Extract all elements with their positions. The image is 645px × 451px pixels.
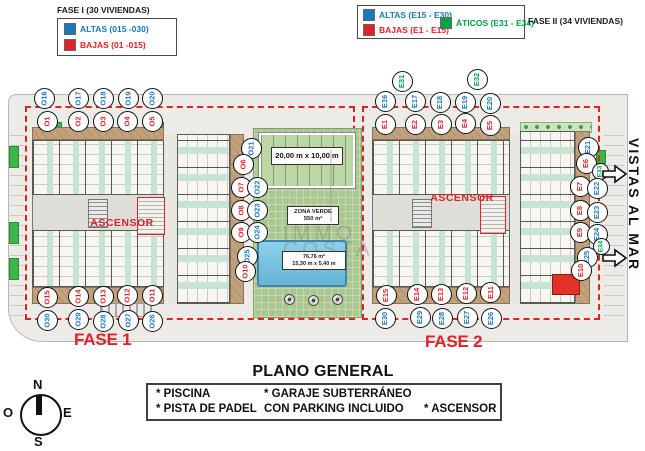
compass-east: E [63, 405, 72, 420]
legend-fase2-altas-row: ALTAS (E15 - E30) [363, 9, 452, 21]
bajas-swatch-icon [363, 24, 375, 36]
fase1-units-bottom-row [32, 230, 164, 287]
vistas-al-mar-label: VISTAS AL MAR [626, 138, 642, 272]
amenity-parking: CON PARKING INCLUIDO [264, 403, 404, 415]
fase1-pathway [164, 134, 177, 304]
zona-verde-title: ZONA VERDE [294, 208, 332, 215]
pool-dims-label: 15,30 m x 5,40 m [292, 260, 336, 267]
fase1-east-wing-units [177, 134, 230, 304]
parking-hatch-right [604, 130, 624, 316]
fase1-label: FASE 1 [74, 330, 132, 349]
planter [9, 222, 19, 244]
legend-fase2-aticos-label: ÁTICOS (E31 - E34) [456, 18, 534, 28]
fase1-terrace-top [32, 127, 164, 140]
sea-arrow-icon [602, 248, 628, 268]
fase2-stairs [412, 199, 432, 228]
aticos-swatch-icon [440, 17, 452, 29]
zona-verde-area: 550 m² [303, 215, 323, 222]
amenity-padel: * PISTA DE PADEL [156, 403, 257, 415]
sea-arrow-icon [602, 164, 628, 184]
legend-fase1-altas-row: ALTAS (015 -030) [64, 23, 149, 35]
compass-south: S [34, 434, 43, 449]
amenity-piscina: * PISCINA [156, 388, 211, 400]
legend-fase1-altas-label: ALTAS (015 -030) [80, 24, 149, 34]
amenity-garaje: * GARAJE SUBTERRÁNEO [264, 388, 412, 400]
legend-fase2-title: FASE II (34 VIVIENDAS) [528, 16, 623, 26]
fase1-garage-ramp [100, 303, 152, 317]
zona-verde-box: ZONA VERDE 550 m² [287, 206, 339, 225]
legend-fase2-box: ALTAS (E15 - E30) BAJAS (E1 - E15) ÁTICO… [357, 5, 534, 39]
legend-fase1-box: ALTAS (015 -030) BAJAS (01 -015) [57, 18, 177, 56]
fase1-units-top-row [32, 140, 164, 195]
legend-fase2-bajas-label: BAJAS (E1 - E15) [379, 25, 449, 35]
fase2-units-top-row [372, 140, 510, 195]
compass-needle-icon [36, 395, 42, 415]
pool-dims-box: 76,76 m² 15,30 m x 5,40 m [282, 251, 346, 270]
compass-west: O [3, 405, 14, 420]
legend-fase2-aticos-row: ÁTICOS (E31 - E34) [440, 17, 534, 29]
fase1-ascensor-label: ASCENSOR [90, 217, 154, 229]
fase2-terrace-top [372, 127, 510, 140]
fase2-red-block [552, 274, 580, 295]
bajas-swatch-icon [64, 39, 76, 51]
fase1-elevator-zone [137, 197, 165, 235]
umbrella-icon [332, 294, 343, 305]
fase2-pathway [510, 134, 520, 304]
compass-north: N [33, 377, 43, 392]
fase1-terrace-bottom [32, 287, 164, 304]
planter [9, 146, 19, 168]
pool-area-label: 76,76 m² [302, 254, 325, 261]
fase1-east-wing-terrace [230, 134, 244, 304]
legend-fase1-bajas-row: BAJAS (01 -015) [64, 39, 146, 51]
fase2-units-bottom-row [372, 230, 510, 287]
amenities-box: * PISCINA * GARAJE SUBTERRÁNEO * PISTA D… [146, 383, 502, 421]
altas-swatch-icon [363, 9, 375, 21]
fase2-elevator-zone [480, 196, 506, 234]
unit-marker-E31: E31 [391, 70, 413, 92]
fase2-label: FASE 2 [425, 332, 483, 351]
watermark-bar [330, 150, 332, 222]
unit-marker-E32: E32 [466, 68, 488, 90]
legend-fase1-bajas-label: BAJAS (01 -015) [80, 40, 146, 50]
amenity-ascensor: * ASCENSOR [424, 403, 497, 415]
legend-fase2-altas-label: ALTAS (E15 - E30) [379, 10, 452, 20]
fase2-terrace-bottom [372, 287, 510, 304]
page-title: PLANO GENERAL [252, 363, 394, 380]
padel-dims-box: 20,00 m x 10,00 m [271, 147, 343, 165]
planter [9, 258, 19, 280]
compass-rose: N S O E [0, 372, 80, 449]
fase2-ascensor-label: ASCENSOR [430, 192, 494, 204]
fase1-stairs [88, 199, 108, 228]
legend-fase1-title: FASE I (30 VIVIENDAS) [57, 5, 150, 15]
umbrella-icon [284, 294, 295, 305]
legend-fase2-bajas-row: BAJAS (E1 - E15) [363, 24, 449, 36]
altas-swatch-icon [64, 23, 76, 35]
padel-dims-label: 20,00 m x 10,00 m [275, 150, 339, 160]
fase2-east-wing-units [520, 131, 575, 304]
umbrella-icon [308, 295, 319, 306]
watermark-line1: IMMO [283, 222, 357, 245]
